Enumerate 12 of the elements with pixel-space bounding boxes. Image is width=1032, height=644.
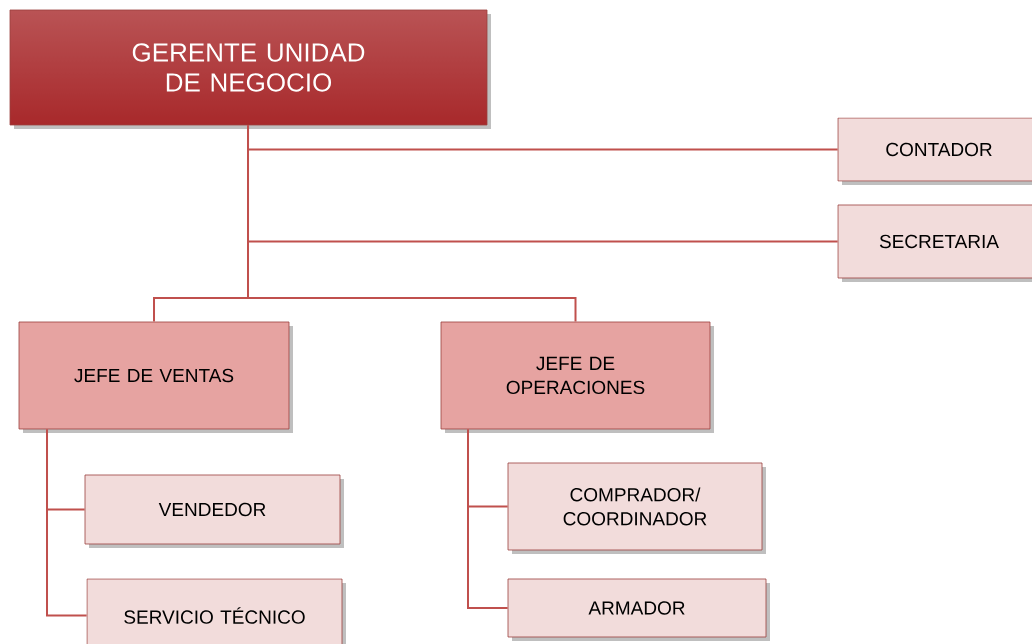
connector-line [247,124,577,323]
position-box: SECRETARIA [837,204,1032,279]
position-box: JEFE DE OPERACIONES [440,321,711,430]
connector-line [467,428,509,609]
position-box: SERVICIO TÉCNICO [86,578,343,644]
position-box: COMPRADOR/ COORDINADOR [507,462,763,551]
connector-line [46,428,88,617]
position-box: JEFE DE VENTAS [18,321,290,430]
position-box: ARMADOR [507,578,767,638]
title-box: GERENTE UNIDAD DE NEGOCIO [9,9,488,126]
position-box: VENDEDOR [84,474,341,545]
position-box: CONTADOR [837,117,1032,182]
